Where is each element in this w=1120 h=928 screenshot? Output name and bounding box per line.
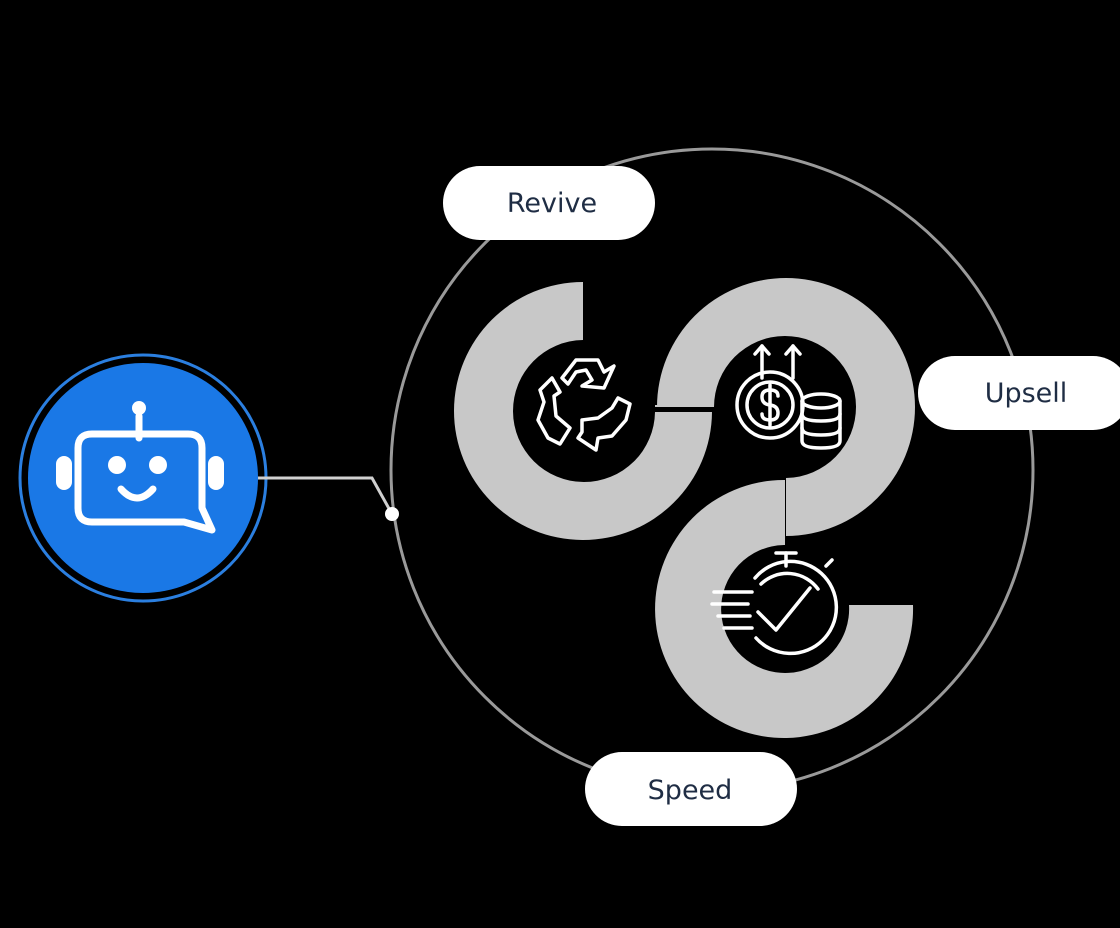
- chatbot-emblem: [18, 353, 268, 603]
- speed-arc: [655, 480, 914, 738]
- revive-arc: [454, 282, 712, 541]
- revive-label-pill: Revive: [443, 166, 655, 240]
- speed-label-pill: Speed: [585, 752, 797, 826]
- dollar-growth-icon: [735, 344, 842, 450]
- recycle-icon: [536, 358, 632, 452]
- upsell-label-pill: Upsell: [918, 356, 1120, 430]
- ring-junction-dot: [385, 507, 399, 521]
- upsell-label: Upsell: [985, 378, 1068, 409]
- chatbot-icon: [74, 412, 216, 534]
- upsell-arc: [657, 278, 915, 536]
- stopwatch-check-icon: [710, 551, 839, 656]
- revive-label: Revive: [507, 188, 597, 219]
- cycle-arcs: [454, 278, 915, 738]
- speed-label: Speed: [648, 775, 733, 806]
- connector-line: [258, 476, 394, 515]
